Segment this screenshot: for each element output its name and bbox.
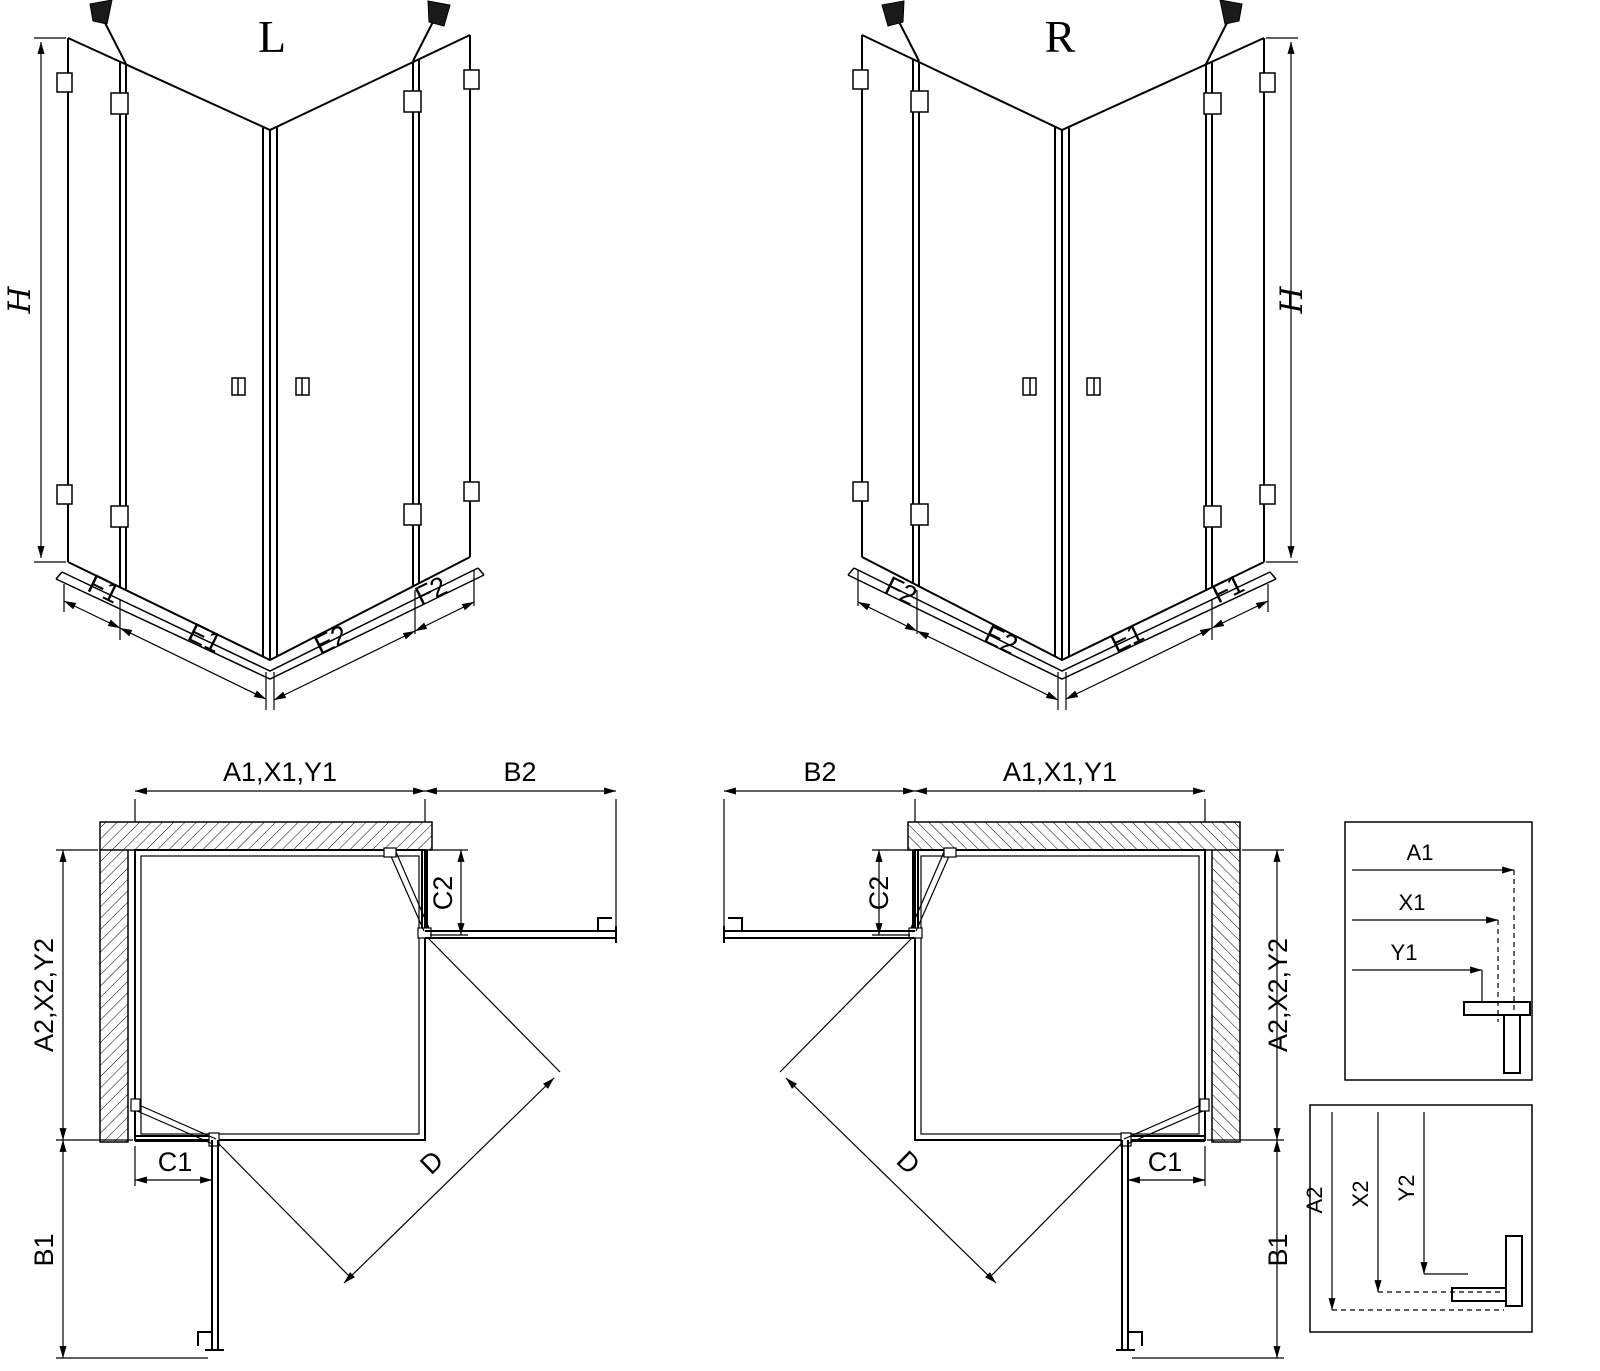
shower-tray-outline xyxy=(134,849,426,1141)
building-walls xyxy=(99,821,433,1143)
dim-label-a2x2y2: A2,X2,Y2 xyxy=(29,938,59,1052)
dim-label-c1: C1 xyxy=(1148,1147,1183,1177)
dim-label-b1: B1 xyxy=(1263,1233,1293,1266)
corner-brace-top xyxy=(389,851,430,932)
height-label: H xyxy=(2,286,38,315)
shower-tray xyxy=(55,567,485,680)
brace-mount-block xyxy=(383,847,397,858)
detail-label-a1: A1 xyxy=(1407,840,1434,865)
dim-label-d: D xyxy=(891,1145,926,1180)
door-hinge-block xyxy=(417,927,432,939)
detail-label-y2: Y2 xyxy=(1394,1175,1419,1202)
dim-label-f1: F1 xyxy=(83,569,124,610)
detail-label-x2: X2 xyxy=(1348,1181,1373,1208)
dim-label-f1: F1 xyxy=(1207,569,1248,610)
fixed-panel-right xyxy=(421,850,428,935)
door-hinge-block xyxy=(208,1132,220,1147)
dim-label-b2: B2 xyxy=(803,757,836,787)
diagonal-extension-lines xyxy=(217,937,561,1278)
detail-box-bottom: A2 X2 Y2 xyxy=(1302,1104,1533,1333)
f2-dimension-line xyxy=(414,601,475,632)
dim-label-f2: F2 xyxy=(880,571,921,612)
right-version-title: R xyxy=(1045,11,1076,62)
plan-view-geometry-mirrored xyxy=(724,791,1284,1358)
wall-profile-section xyxy=(1451,1235,1523,1307)
fixed-panel-bottom xyxy=(135,1135,215,1142)
detail-label-y1: Y1 xyxy=(1391,940,1418,965)
detail-box-frame xyxy=(1309,1104,1533,1333)
glass-panels xyxy=(67,34,471,662)
brace-mount-block xyxy=(130,1098,141,1112)
plan-view-geometry xyxy=(56,787,617,1359)
detail-reference-dashed-lines xyxy=(1332,1291,1504,1311)
open-door-right xyxy=(425,917,617,943)
perspective-view-right-labels: R H F2 E2 E1 F1 xyxy=(880,11,1310,661)
dim-label-c2: C2 xyxy=(864,876,894,911)
dim-label-e2: E2 xyxy=(980,619,1023,660)
plan-view-right-labels: B2 A1,X1,Y1 C2 A2,X2,Y2 C1 B1 D xyxy=(803,757,1293,1267)
dim-label-b1: B1 xyxy=(29,1233,59,1266)
f1-dimension-line xyxy=(63,600,121,629)
dim-label-b2: B2 xyxy=(503,757,536,787)
left-version-title: L xyxy=(258,11,286,62)
detail-label-a2: A2 xyxy=(1302,1187,1327,1214)
dim-label-c2: C2 xyxy=(428,876,458,911)
wall-profile-section xyxy=(1463,1001,1531,1074)
dim-label-f2: F2 xyxy=(410,571,451,612)
dim-label-e1: E1 xyxy=(184,617,227,658)
detail-box-top: A1 X1 Y1 xyxy=(1344,821,1533,1081)
e1-dimension-line xyxy=(119,627,267,700)
height-label: H xyxy=(1274,286,1310,315)
detail-reference-dashed-lines xyxy=(1497,870,1515,1022)
hinge-blocks xyxy=(56,69,480,528)
e2-dimension-line xyxy=(273,630,416,701)
detail-box-frame xyxy=(1344,821,1533,1081)
door-handle-icon xyxy=(231,377,310,396)
shower-tray-inner-edge xyxy=(140,855,420,1135)
top-extension-lines xyxy=(134,799,617,926)
dim-label-a1x1y1: A1,X1,Y1 xyxy=(1003,757,1117,787)
perspective-view-geometry xyxy=(34,0,485,710)
corner-brace-bottom xyxy=(136,1104,217,1145)
dim-label-e1: E1 xyxy=(1106,617,1149,658)
ceiling-bracket-icon xyxy=(89,0,451,27)
plan-view-left-labels: A1,X1,Y1 B2 C2 A2,X2,Y2 C1 B1 D xyxy=(29,757,537,1267)
detail-label-x1: X1 xyxy=(1399,890,1426,915)
dim-label-d: D xyxy=(414,1145,449,1180)
dim-label-e2: E2 xyxy=(310,619,353,660)
dim-label-a1x1y1: A1,X1,Y1 xyxy=(223,757,337,787)
open-door-bottom xyxy=(197,1140,224,1351)
d-dimension-line xyxy=(343,1077,555,1284)
dim-label-c1: C1 xyxy=(158,1147,193,1177)
height-extension-lines xyxy=(34,37,66,563)
dim-label-a2x2y2: A2,X2,Y2 xyxy=(1263,938,1293,1052)
bottom-left-extension-lines xyxy=(63,584,267,710)
